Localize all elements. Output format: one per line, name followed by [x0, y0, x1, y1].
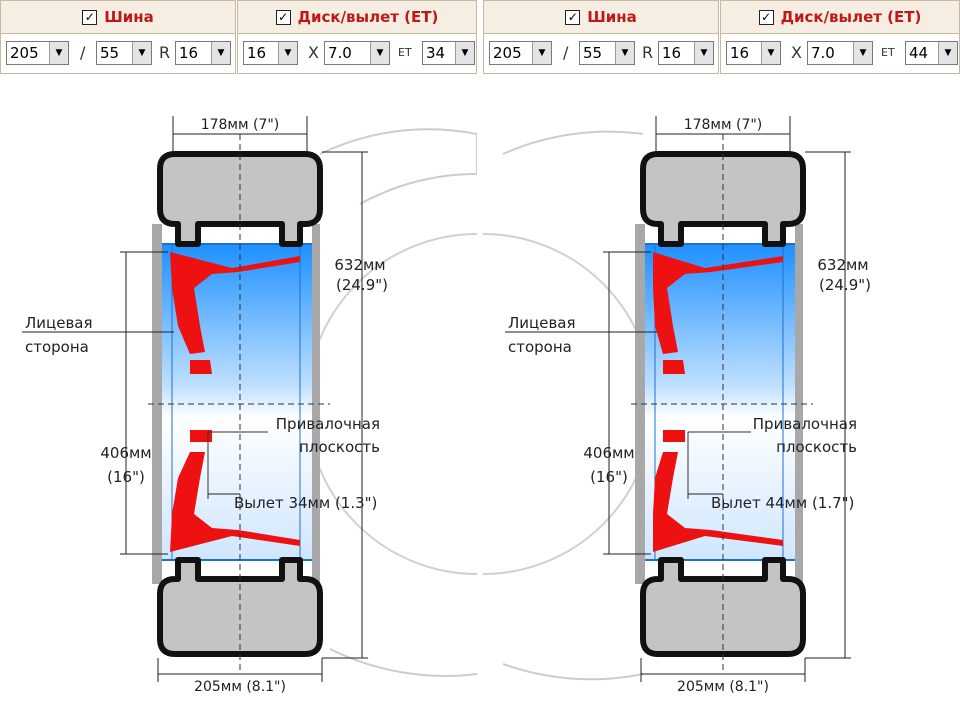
tire-header-label: Шина: [587, 8, 637, 26]
rim-checkbox[interactable]: ✓: [758, 9, 774, 25]
rim-diameter-value: 16: [247, 44, 267, 62]
wheel-diagram-right: 178мм (7") 632мм (24.9") Лицевая сторона…: [483, 116, 871, 695]
rim-width-value: 7.0: [811, 44, 835, 62]
height-mm-label: 632мм: [817, 256, 868, 274]
chevron-down-icon[interactable]: ▼: [370, 42, 389, 64]
rim-diam-mm-label: 406мм: [583, 444, 634, 462]
tire-width-label: 178мм (7"): [201, 117, 280, 133]
chevron-down-icon[interactable]: ▼: [49, 42, 68, 64]
height-in-label: (24.9"): [336, 276, 388, 294]
chevron-down-icon[interactable]: ▼: [532, 42, 551, 64]
et-select[interactable]: 44 ▼: [905, 41, 958, 65]
slash-separator: /: [563, 43, 569, 62]
tire-diameter-select[interactable]: 16 ▼: [658, 41, 714, 65]
mount-plane-label-1: Привалочная: [276, 415, 380, 433]
et-select[interactable]: 34 ▼: [422, 41, 475, 65]
slash-separator: /: [80, 43, 86, 62]
tire-width-value: 205: [10, 44, 39, 62]
tire-profile-select[interactable]: 55 ▼: [96, 41, 152, 65]
rim-header-label: Диск/вылет (ET): [297, 8, 439, 26]
tire-profile-value: 55: [583, 44, 603, 62]
tire-diameter-select[interactable]: 16 ▼: [175, 41, 231, 65]
controls-left: ✓ Шина ✓ Диск/вылет (ET) 205 ▼ / 55 ▼ R 16…: [0, 0, 477, 74]
tire-checkbox[interactable]: ✓: [565, 9, 581, 25]
tire-profile-select[interactable]: 55 ▼: [579, 41, 635, 65]
tire-header-label: Шина: [104, 8, 154, 26]
panel-right: ✓ Шина ✓ Диск/вылет (ET) 205 ▼ / 55 ▼ R 16…: [483, 0, 960, 717]
et-value: 34: [426, 44, 446, 62]
rim-diam-mm-label: 406мм: [100, 444, 151, 462]
tire-width-value: 205: [493, 44, 522, 62]
chevron-down-icon[interactable]: ▼: [278, 42, 297, 64]
rim-row: 16 ▼ X 7.0 ▼ ET 34 ▼: [237, 34, 477, 74]
offset-label: Вылет 44мм (1.7"): [711, 494, 854, 512]
chevron-down-icon[interactable]: ▼: [211, 42, 230, 64]
tire-diameter-value: 16: [662, 44, 682, 62]
panel-left: ✓ Шина ✓ Диск/вылет (ET) 205 ▼ / 55 ▼ R 16…: [0, 0, 477, 717]
rim-diameter-select[interactable]: 16 ▼: [243, 41, 298, 65]
tire-profile-value: 55: [100, 44, 120, 62]
mount-plane-label-2: плоскость: [776, 438, 857, 456]
chevron-down-icon[interactable]: ▼: [761, 42, 780, 64]
chevron-down-icon[interactable]: ▼: [615, 42, 634, 64]
et-value: 44: [909, 44, 929, 62]
chevron-down-icon[interactable]: ▼: [132, 42, 151, 64]
rim-diameter-value: 16: [730, 44, 750, 62]
tire-width-label: 178мм (7"): [684, 117, 763, 133]
face-side-label-1: Лицевая: [25, 314, 93, 332]
tire-header[interactable]: ✓ Шина: [0, 0, 236, 34]
rim-width-value: 7.0: [328, 44, 352, 62]
face-side-label-2: сторона: [25, 338, 89, 356]
tire-bottom-width-label: 205мм (8.1"): [677, 679, 769, 695]
rim-diam-in-label: (16"): [107, 468, 145, 486]
wheel-drawing: [483, 116, 851, 682]
rim-diam-in-label: (16"): [590, 468, 628, 486]
rim-diameter-select[interactable]: 16 ▼: [726, 41, 781, 65]
tire-width-select[interactable]: 205 ▼: [489, 41, 552, 65]
mount-plane-label-2: плоскость: [299, 438, 380, 456]
face-side-label-2: сторона: [508, 338, 572, 356]
r-label: R: [159, 43, 171, 62]
rim-width-select[interactable]: 7.0 ▼: [324, 41, 390, 65]
tire-checkbox[interactable]: ✓: [82, 9, 98, 25]
mount-plane-label-1: Привалочная: [753, 415, 857, 433]
chevron-down-icon[interactable]: ▼: [694, 42, 713, 64]
tire-bottom-width-label: 205мм (8.1"): [194, 679, 286, 695]
wheel-diagram-left: 178мм (7") 632мм (24.9") Лицевая сторона…: [22, 116, 477, 695]
et-label: ET: [881, 46, 895, 59]
chevron-down-icon[interactable]: ▼: [455, 42, 474, 64]
rim-header[interactable]: ✓ Диск/вылет (ET): [720, 0, 960, 34]
r-label: R: [642, 43, 654, 62]
rim-row: 16 ▼ X 7.0 ▼ ET 44 ▼: [720, 34, 960, 74]
tire-header[interactable]: ✓ Шина: [483, 0, 719, 34]
offset-label: Вылет 34мм (1.3"): [234, 494, 377, 512]
rim-header[interactable]: ✓ Диск/вылет (ET): [237, 0, 477, 34]
rim-header-label: Диск/вылет (ET): [780, 8, 922, 26]
height-mm-label: 632мм: [334, 256, 385, 274]
chevron-down-icon[interactable]: ▼: [853, 42, 872, 64]
controls-right: ✓ Шина ✓ Диск/вылет (ET) 205 ▼ / 55 ▼ R 16…: [483, 0, 960, 74]
tire-diameter-value: 16: [179, 44, 199, 62]
chevron-down-icon[interactable]: ▼: [938, 42, 957, 64]
rim-width-select[interactable]: 7.0 ▼: [807, 41, 873, 65]
wheel-drawing: [22, 116, 477, 682]
tire-width-select[interactable]: 205 ▼: [6, 41, 69, 65]
x-label: X: [308, 43, 319, 62]
et-label: ET: [398, 46, 412, 59]
height-in-label: (24.9"): [819, 276, 871, 294]
tire-row: 205 ▼ / 55 ▼ R 16 ▼: [0, 34, 236, 74]
x-label: X: [791, 43, 802, 62]
rim-checkbox[interactable]: ✓: [275, 9, 291, 25]
face-side-label-1: Лицевая: [508, 314, 576, 332]
tire-row: 205 ▼ / 55 ▼ R 16 ▼: [483, 34, 719, 74]
